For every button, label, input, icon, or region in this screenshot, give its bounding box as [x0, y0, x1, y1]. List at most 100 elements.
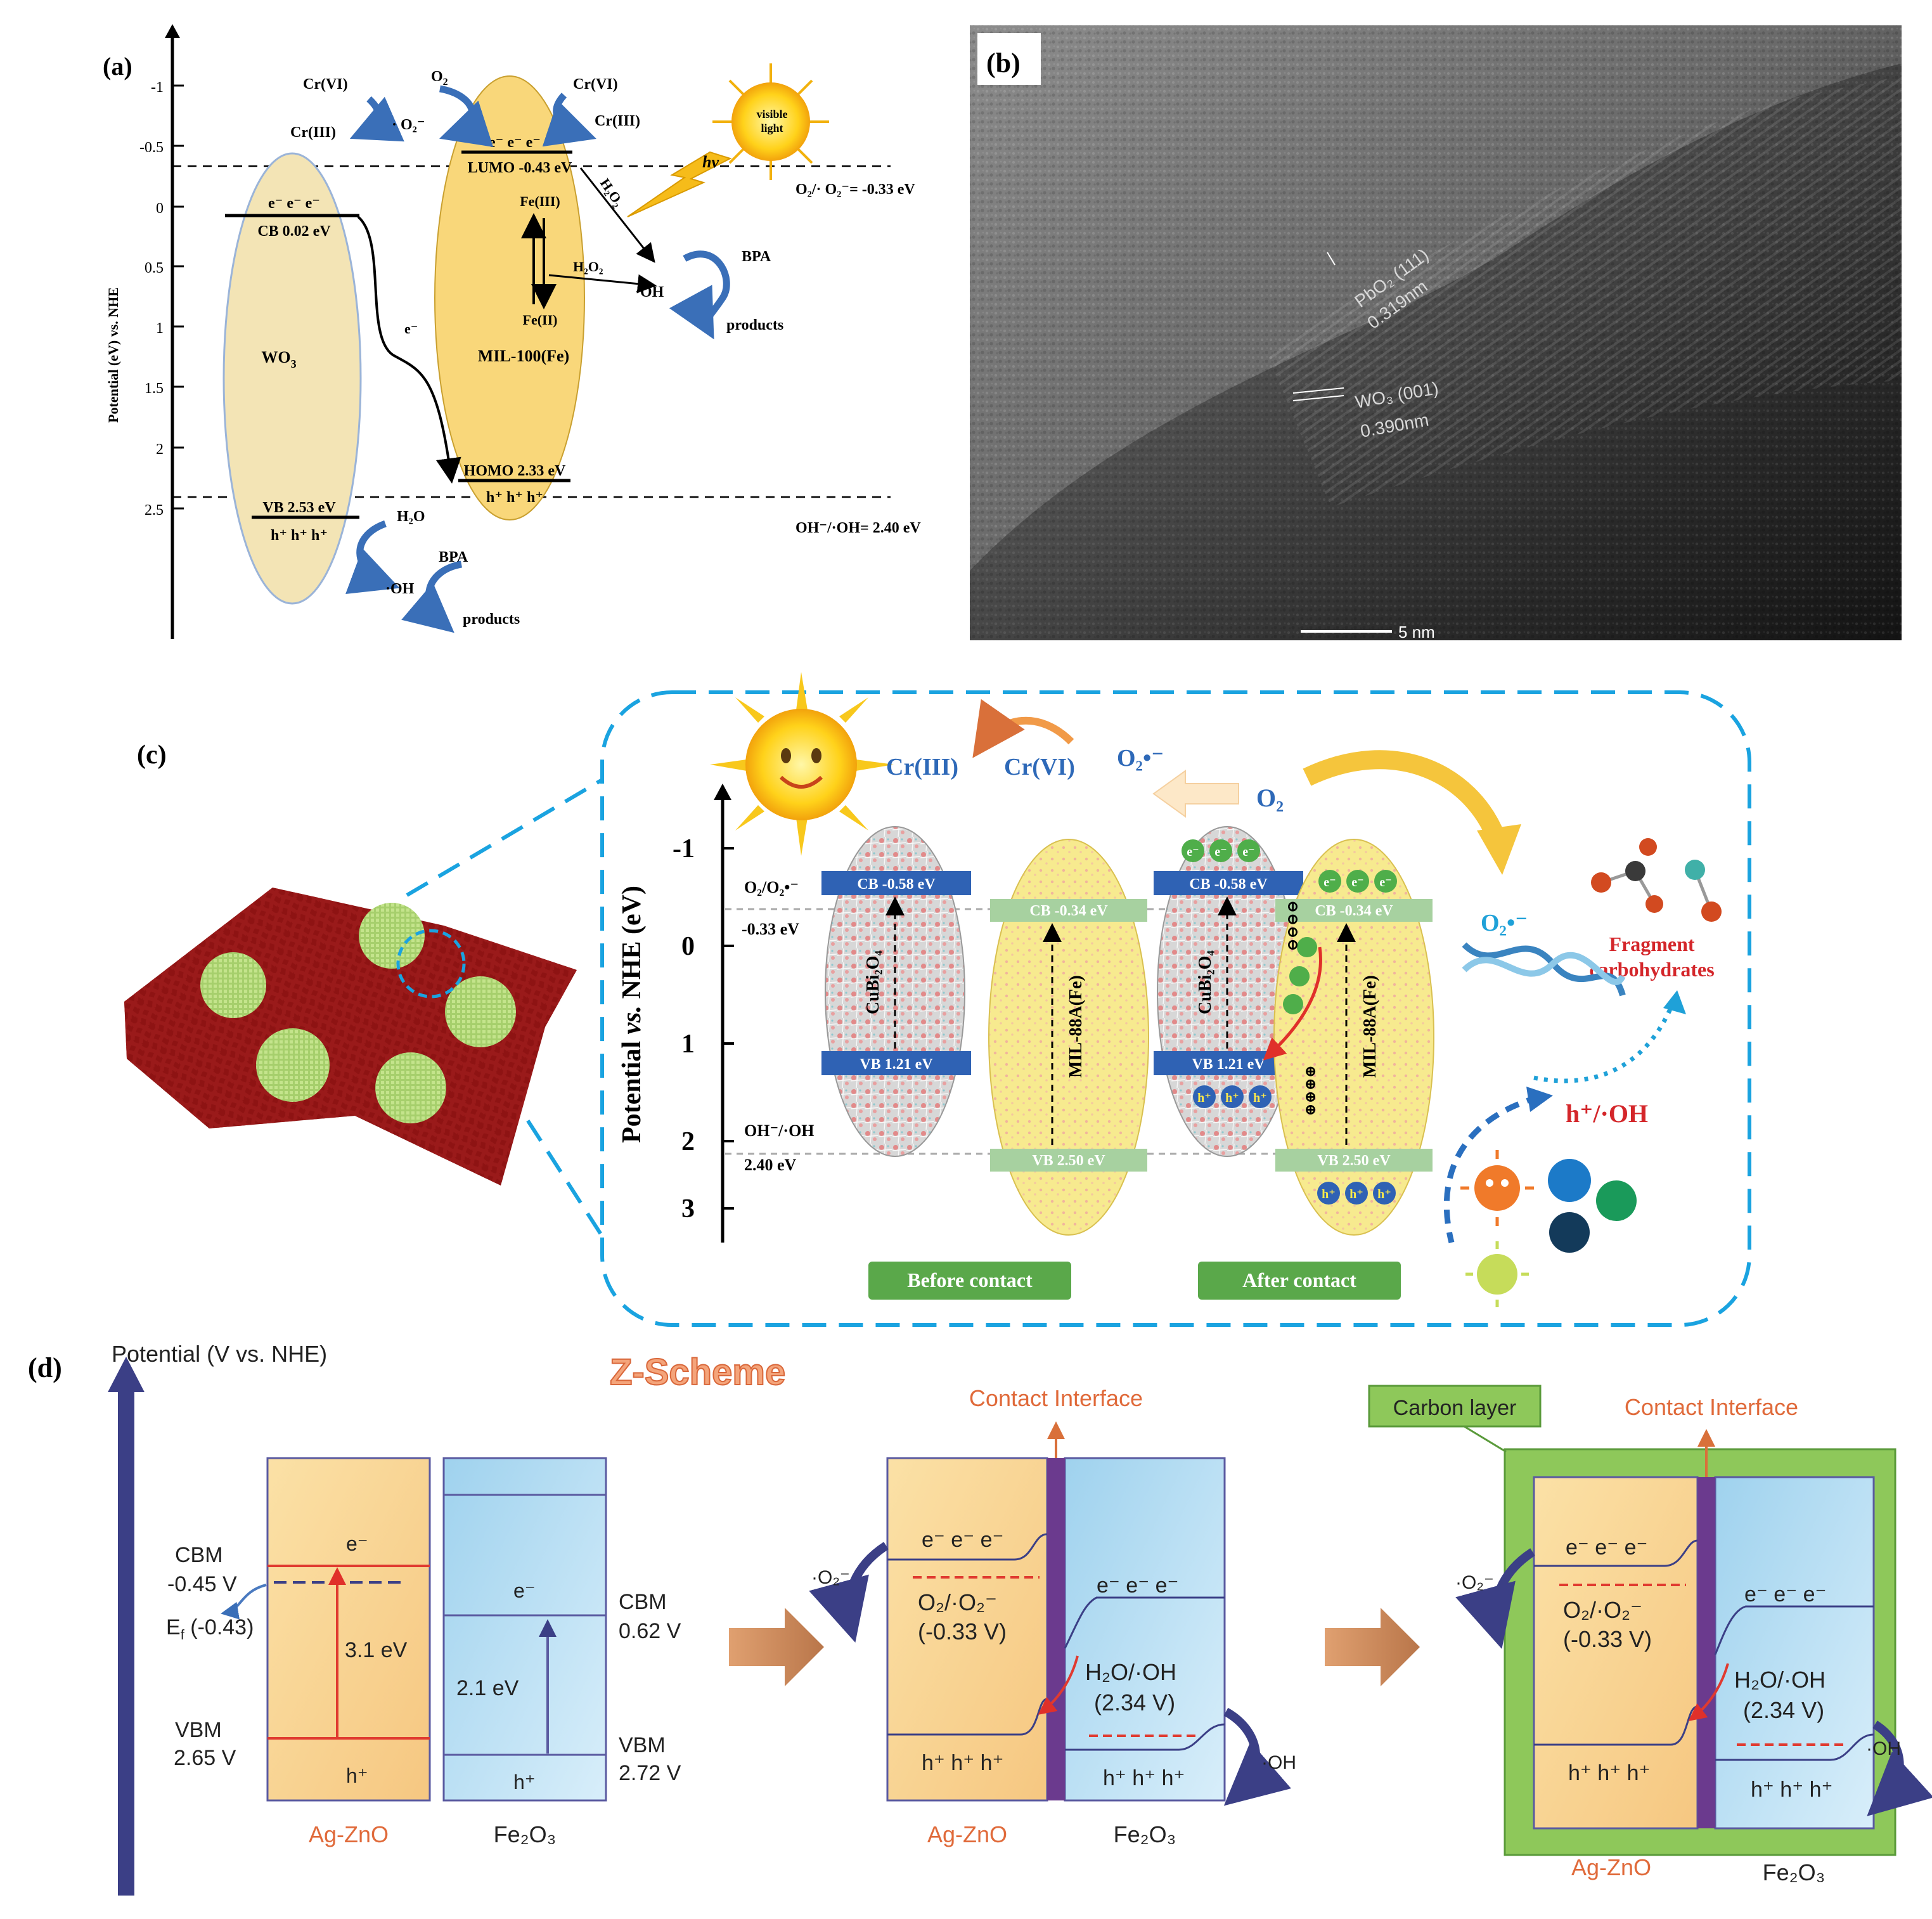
o2-reduction-arrow-icon	[440, 89, 472, 134]
process-arrow-icon	[1325, 1608, 1420, 1686]
cbm-right-value: 0.62 V	[619, 1619, 681, 1643]
crvi-left: Cr(VI)	[303, 76, 348, 93]
agzno-label: Ag-ZnO	[927, 1821, 1007, 1847]
electrons-row: e⁻ e⁻ e⁻	[1097, 1573, 1178, 1598]
tick-label: 3	[681, 1194, 695, 1224]
holes-row: h⁺ h⁺ h⁺	[1568, 1761, 1650, 1785]
potential-axis-title: Potential (V vs. NHE)	[112, 1341, 327, 1367]
contact-interface-label: Contact Interface	[1625, 1394, 1798, 1420]
cr-reduction-arrow-icon	[981, 721, 1071, 746]
mil-name: MIL-100(Fe)	[478, 347, 569, 365]
tick-label: 0	[681, 932, 695, 961]
hole: h⁺	[1253, 1091, 1267, 1105]
electron: e⁻	[513, 1579, 536, 1602]
vbm-right-value: 2.72 V	[619, 1761, 681, 1785]
panel-c: (c) Potential vs. NHE (eV) -1 0 1	[124, 672, 1749, 1325]
o2-flow-arrow-icon	[1307, 759, 1496, 837]
tick-label: 1	[156, 320, 164, 337]
hv-label: hv	[702, 153, 719, 171]
scale-bar-label: 5 nm	[1398, 623, 1435, 642]
o2-reduction-arrow-icon	[1154, 771, 1239, 817]
fe2o3-label: Fe₂O₃	[494, 1821, 557, 1847]
o2-couple-value: (-0.33 V)	[918, 1619, 1007, 1644]
holes-row: h⁺ h⁺ h⁺	[922, 1751, 1003, 1775]
oh-radical-label: ·OH	[1261, 1752, 1296, 1773]
h2o2-diag-label: H₂O₂	[597, 176, 627, 210]
h2o-label: H₂O	[397, 508, 425, 525]
tick-label: 2	[681, 1127, 695, 1156]
fe2o3-carbon-box	[1715, 1477, 1874, 1828]
panel-d-label: (d)	[28, 1352, 62, 1383]
vbm-right-label: VBM	[619, 1733, 666, 1757]
c-o2-level-value: -0.33 eV	[742, 920, 799, 938]
tick-label: 2	[156, 441, 164, 458]
cbm-left-value: -0.45 V	[167, 1572, 237, 1596]
contact-interface-bar	[1047, 1458, 1065, 1800]
panel-a-label: (a)	[103, 52, 132, 81]
electron: e⁻	[1242, 845, 1254, 859]
oh-bottom-label: ·OH	[385, 581, 415, 597]
c-o2-radical-right: O₂•⁻	[1481, 910, 1528, 936]
z-scheme-title: Z-Scheme	[610, 1352, 785, 1393]
mil-vb-label: VB 2.50 eV	[1317, 1153, 1391, 1169]
mil-holes: h⁺ h⁺ h⁺	[486, 489, 543, 506]
electron: e⁻	[1351, 876, 1363, 889]
panel-c-y-label: Potential vs. NHE (eV)	[617, 886, 647, 1143]
o2-radical-label: ·O₂⁻	[1455, 1572, 1494, 1593]
panel-d: (d) Potential (V vs. NHE) Z-Scheme e⁻ h⁺…	[28, 1341, 1901, 1896]
o2-couple-label: O₂/·O₂⁻	[918, 1589, 997, 1615]
o2-radical-label: · O₂⁻	[392, 117, 425, 133]
o2-radical-arrow-icon	[848, 1546, 886, 1625]
cr-right-arrow-icon	[557, 95, 583, 134]
fe2o3-bandgap: 2.1 eV	[456, 1676, 519, 1700]
holes-row: h⁺ h⁺ h⁺	[1103, 1766, 1185, 1790]
electrons-row: e⁻ e⁻ e⁻	[922, 1528, 1003, 1552]
hole: h⁺	[1377, 1187, 1391, 1201]
electron: e⁻	[1187, 845, 1199, 859]
mil-lumo-label: LUMO -0.43 eV	[468, 160, 572, 176]
tick-label: 1.5	[145, 380, 164, 397]
crvi-right: Cr(VI)	[573, 76, 618, 93]
panel-a-ticks: -1 -0.5 0 0.5 1 1.5 2 2.5	[139, 79, 184, 519]
axis-arrow-icon	[165, 24, 180, 38]
tick-label: 0	[156, 200, 164, 217]
fe2o3-band-box	[444, 1458, 606, 1800]
carbon-layer-label: Carbon layer	[1393, 1396, 1517, 1420]
fragment-label: Fragment	[1609, 933, 1694, 955]
contact-interface-bar	[1697, 1477, 1715, 1828]
c-oh-level-label: OH⁻/·OH	[744, 1121, 815, 1140]
cbi-vb-label: VB 1.21 eV	[860, 1056, 933, 1073]
dna-icon	[1464, 945, 1623, 995]
tick-label: 0.5	[145, 260, 164, 276]
mil-homo-label: HOMO 2.33 eV	[464, 463, 566, 479]
cbm-right-label: CBM	[619, 1590, 667, 1614]
after-contact-label: After contact	[1242, 1269, 1356, 1291]
panel-c-ticks: -1 0 1 2 3	[673, 834, 734, 1224]
agzno-band-box	[267, 1458, 430, 1800]
electrons-row: e⁻ e⁻ e⁻	[1744, 1582, 1826, 1606]
wo3-cb-label: CB 0.02 eV	[257, 223, 331, 240]
mil-name: MIL-88A(Fe)	[1360, 975, 1380, 1078]
panel-a: (a) Potential (eV) vs. NHE -1 -0.5 0 0.5…	[103, 24, 921, 639]
hole: h⁺	[1322, 1187, 1336, 1201]
electron: e⁻	[346, 1532, 368, 1555]
tick-label: -0.5	[139, 139, 164, 156]
hoh-path-arrow	[1534, 1002, 1673, 1081]
fe2o3-label: Fe₂O₃	[1114, 1821, 1176, 1847]
bacteria-icon	[1460, 1150, 1637, 1307]
h2o2-label: H₂O₂	[573, 259, 603, 275]
panel-c-label: (c)	[137, 740, 167, 770]
fe3-label: Fe(III)	[520, 193, 560, 209]
c-o2-level-label: O₂/O₂•⁻	[744, 878, 799, 896]
panel-b-label: (b)	[986, 48, 1021, 79]
o2-couple-label: O₂/·O₂⁻	[1563, 1597, 1642, 1623]
oh-mid-label: ·OH	[635, 284, 664, 300]
oh-radical-arrow-icon	[1226, 1712, 1256, 1794]
tick-label: -1	[151, 79, 164, 96]
cbi-cb-label: CB -0.58 eV	[1189, 876, 1268, 893]
fragment-molecule-icon	[1591, 838, 1722, 922]
c-oh-level-value: 2.40 eV	[744, 1156, 797, 1174]
axis-arrow-icon	[714, 784, 731, 800]
cr-reduction-arrow-icon	[363, 99, 378, 133]
